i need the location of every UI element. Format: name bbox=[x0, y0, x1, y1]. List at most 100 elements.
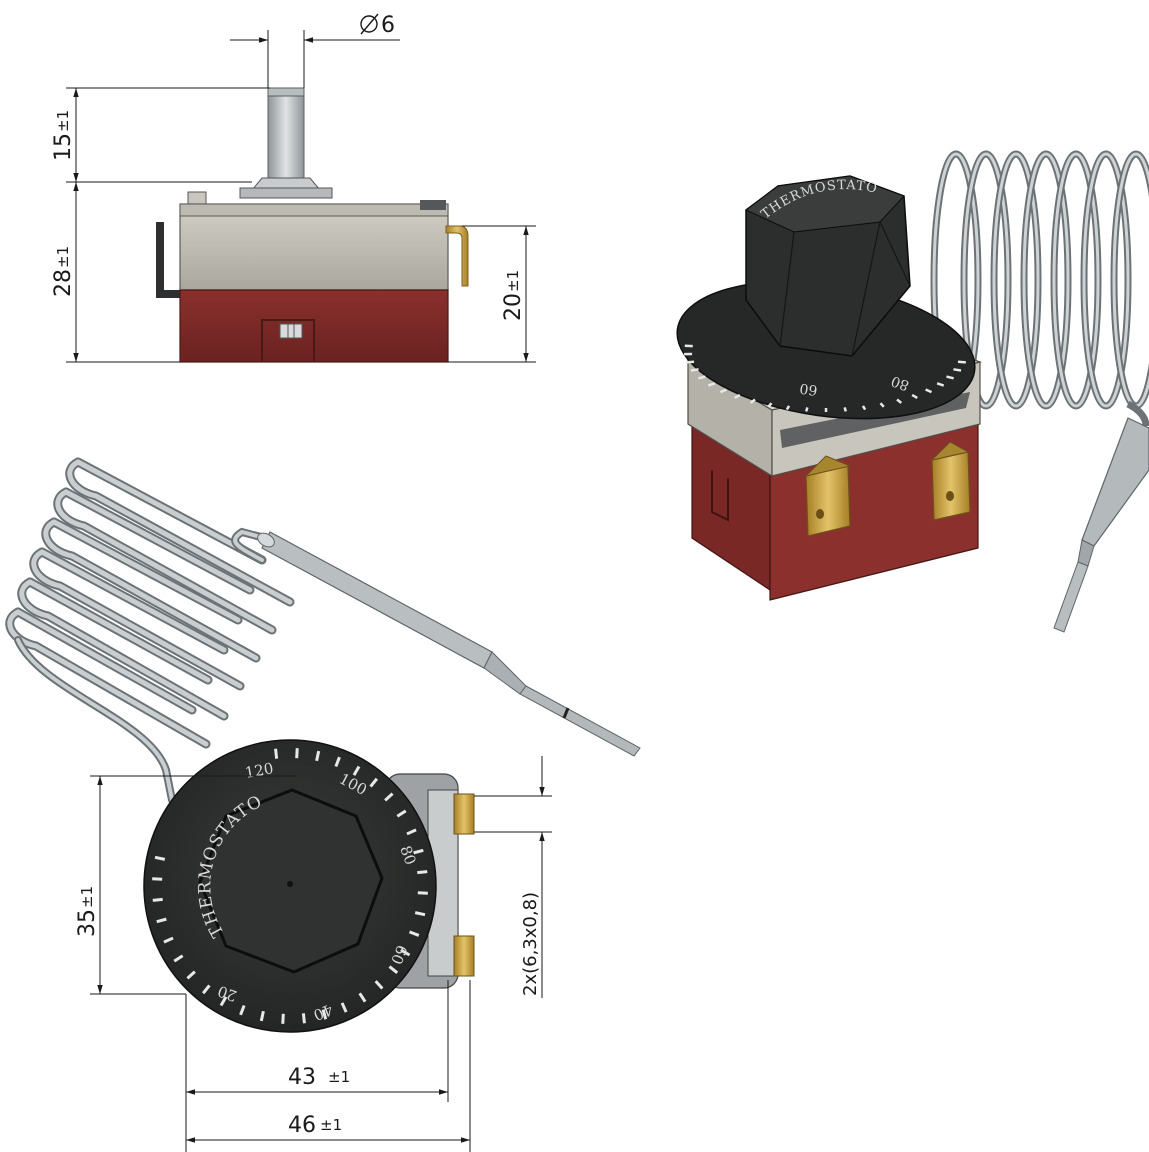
terminal-size-label: 2x(6,3x0,8) bbox=[520, 892, 541, 996]
dial-tick bbox=[408, 930, 420, 937]
dial-tick bbox=[152, 897, 163, 902]
dial-tick bbox=[274, 748, 279, 759]
shaft bbox=[267, 87, 305, 181]
iso-dial-tick bbox=[785, 405, 791, 411]
iso-dial-tick bbox=[957, 360, 966, 364]
iso-dial-tick bbox=[946, 375, 954, 380]
svg-text:±1: ±1 bbox=[78, 886, 96, 908]
svg-text:46: 46 bbox=[288, 1113, 316, 1138]
svg-text:±1: ±1 bbox=[54, 246, 72, 268]
iso-dial-tick bbox=[686, 360, 695, 364]
scale-20: 20 bbox=[215, 982, 239, 1005]
isometric-view: THERMOSTATO 60 80 bbox=[676, 150, 1149, 633]
dial-tick bbox=[154, 855, 166, 861]
iso-dial-tick bbox=[861, 405, 867, 411]
shaft-diameter-label: 6 bbox=[360, 13, 395, 38]
iso-dial-tick bbox=[843, 407, 847, 412]
iso-dial-tick bbox=[896, 398, 903, 404]
scale-40: 40 bbox=[311, 1000, 335, 1024]
dial-tick bbox=[414, 911, 426, 917]
iso-dial-tick bbox=[805, 407, 809, 412]
dial-tick bbox=[417, 870, 428, 875]
total-width-label: 46 ±1 bbox=[288, 1113, 342, 1138]
dial-tick bbox=[340, 1002, 348, 1013]
dial-tick bbox=[301, 1013, 306, 1024]
dial-tick bbox=[163, 936, 174, 944]
dial-tick bbox=[406, 828, 417, 836]
dial-tick bbox=[417, 891, 428, 895]
dial-tick bbox=[173, 954, 184, 963]
iso-dial-tick bbox=[911, 393, 918, 400]
dial-tick bbox=[315, 750, 321, 762]
iso-coil-highlight bbox=[992, 152, 1040, 408]
iso-dial-tick bbox=[925, 388, 933, 394]
dial-tick bbox=[413, 848, 424, 855]
iso-scale-60: 60 bbox=[799, 380, 819, 398]
iso-coil-highlight bbox=[1052, 152, 1100, 408]
iso-probe bbox=[1053, 400, 1149, 633]
dial-height-label: 35 ±1 bbox=[75, 886, 100, 937]
iso-dial-tick bbox=[719, 388, 727, 394]
dial-tick bbox=[239, 1004, 246, 1016]
iso-dial-tick bbox=[953, 368, 962, 372]
iso-coil-highlight bbox=[1082, 152, 1130, 408]
dial-tick bbox=[396, 809, 407, 818]
terminal-height-label: 20 ±1 bbox=[501, 270, 526, 321]
svg-text:20: 20 bbox=[501, 293, 526, 321]
dial-tick bbox=[388, 965, 399, 975]
dial-ticks bbox=[152, 748, 428, 1024]
iso-dial-tick bbox=[767, 402, 773, 408]
top-view: THERMOSTATO 120 100 80 60 40 20 35 ±1 43… bbox=[5, 457, 641, 1152]
iso-dial-tick bbox=[734, 393, 741, 400]
terminal-bottom bbox=[453, 935, 475, 977]
dial-tick bbox=[259, 1010, 265, 1022]
iso-scale-80: 80 bbox=[889, 372, 911, 393]
dial-tick bbox=[295, 748, 299, 759]
iso-dial-ticks bbox=[684, 344, 966, 412]
iso-terminal-right bbox=[931, 451, 971, 521]
probe-bulb bbox=[257, 531, 641, 757]
iso-dial-tick bbox=[690, 368, 699, 372]
dial-tick bbox=[352, 765, 361, 776]
dial-tick bbox=[321, 1009, 328, 1020]
svg-text:6: 6 bbox=[381, 13, 395, 38]
iso-dial-tick bbox=[879, 402, 885, 408]
iso-dial-tick bbox=[707, 382, 716, 387]
iso-dial-tick bbox=[936, 382, 945, 387]
dial-tick bbox=[201, 984, 211, 995]
dial-tick bbox=[334, 756, 341, 768]
terminal-top bbox=[453, 793, 475, 835]
svg-text:±1: ±1 bbox=[320, 1116, 342, 1134]
iso-coil-highlight bbox=[962, 152, 1010, 408]
dial-tick bbox=[152, 877, 163, 881]
dial-tick bbox=[219, 996, 228, 1007]
scale-60: 60 bbox=[387, 943, 411, 967]
iso-dial-tick bbox=[749, 398, 756, 404]
grey-housing bbox=[179, 203, 449, 291]
scale-80: 80 bbox=[396, 843, 419, 867]
body-width-label: 43 ±1 bbox=[288, 1065, 350, 1090]
iso-terminal-left bbox=[805, 465, 851, 537]
dial-tick bbox=[384, 792, 394, 802]
side-view: 6 15 ±1 28 ±1 20 ±1 bbox=[51, 13, 536, 363]
svg-text:35: 35 bbox=[75, 909, 100, 937]
dial-tick bbox=[358, 992, 367, 1003]
knob bbox=[198, 788, 384, 974]
dial-tick bbox=[186, 970, 196, 980]
dial-tick bbox=[156, 917, 167, 924]
dial-tick bbox=[374, 980, 384, 990]
svg-text:15: 15 bbox=[51, 133, 76, 161]
svg-text:±1: ±1 bbox=[504, 270, 522, 292]
body-height-label: 28 ±1 bbox=[51, 246, 76, 297]
svg-text:±1: ±1 bbox=[54, 110, 72, 132]
iso-coil-highlight bbox=[1022, 152, 1070, 408]
dial-tick bbox=[400, 948, 411, 957]
svg-text:±1: ±1 bbox=[328, 1068, 350, 1086]
dial-tick bbox=[281, 1013, 285, 1024]
svg-text:28: 28 bbox=[51, 269, 76, 297]
iso-dial-tick bbox=[698, 375, 706, 380]
svg-text:43: 43 bbox=[288, 1065, 316, 1090]
dial-tick bbox=[369, 777, 379, 788]
capillary-coil bbox=[5, 457, 295, 804]
